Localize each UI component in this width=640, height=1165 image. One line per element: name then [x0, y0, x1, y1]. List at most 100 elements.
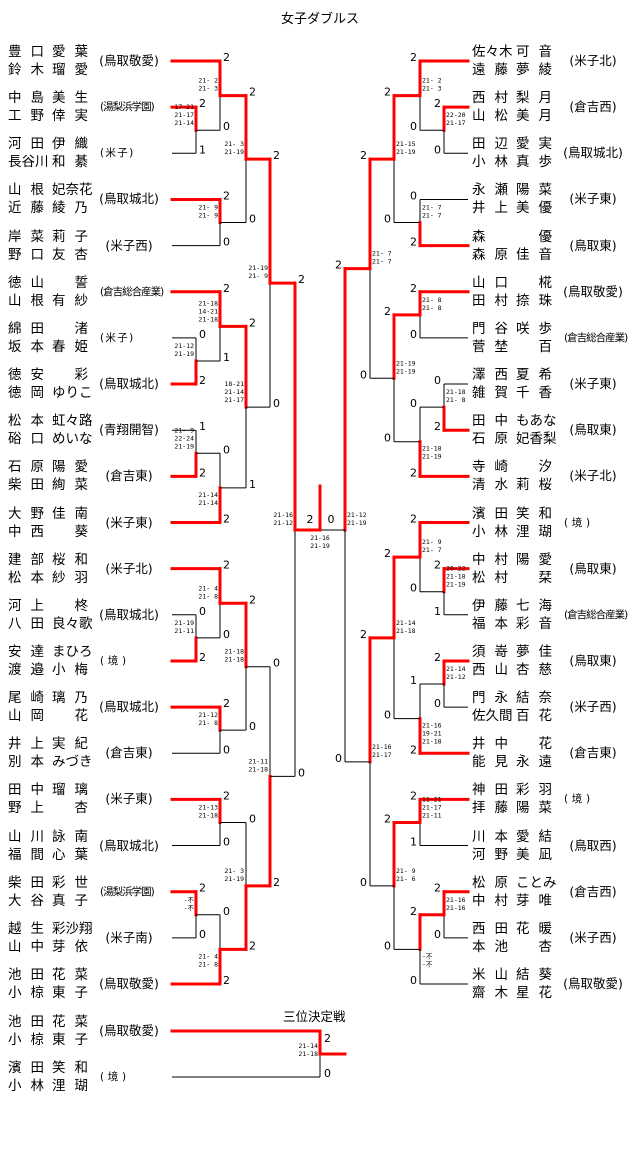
game-score: 21- 3 [224, 140, 244, 148]
game-score: 21- 8 [422, 304, 442, 312]
family-name: 米山 [472, 967, 508, 983]
given-name: 佳南 [52, 505, 88, 522]
entry-pair: 池田花菜小椋東子(鳥取敬愛) [8, 1013, 173, 1049]
player-name: 小椋東子 [8, 1031, 88, 1049]
entry-pair: 山川詠南福間心葉(鳥取城北) [8, 828, 173, 864]
entry-pair: 神田彩羽拝藤陽菜( 境 ) [472, 781, 637, 817]
player-name: 硲口めいな [8, 430, 93, 448]
given-name: 杏 [538, 938, 553, 955]
match-score: 0 [410, 397, 417, 410]
player-name: 徳安彩 [8, 366, 88, 384]
match-score: 0 [434, 928, 441, 941]
school-name: (米子北) [569, 468, 617, 484]
given-name: 浬瑚 [516, 523, 552, 540]
given-name: 捺珠 [516, 292, 552, 309]
entry-pair: 中島美生工野倖実(湯梨浜学園) [8, 89, 173, 125]
game-score: 21-14 [396, 619, 416, 627]
game-score: 21-18 [422, 738, 442, 746]
given-name: 花 [74, 708, 89, 725]
given-name: 百 [538, 338, 553, 355]
match-score: 0 [410, 582, 417, 595]
player-name: 井中花 [472, 735, 552, 753]
player-name: 渡邉小梅 [8, 661, 88, 679]
given-name: 美月 [516, 108, 552, 125]
player-name: 門永結奈 [472, 689, 552, 707]
game-score: 21-12 [347, 511, 367, 519]
entry-pair: 田辺愛実小林真歩(鳥取城北) [472, 135, 637, 171]
match-score: 2 [360, 149, 367, 162]
player-name: 徳岡ゆりこ [8, 384, 93, 402]
school-name: (米子北) [105, 560, 153, 576]
given-name: 陽菜 [516, 182, 552, 199]
given-name: 彩世 [52, 874, 88, 891]
given-name: 永遠 [516, 754, 552, 771]
game-score: 21- 8 [198, 592, 218, 600]
school-name: ( 境 ) [100, 1071, 126, 1083]
entry-pair: 西村梨月山松美月(倉吉西) [472, 89, 637, 125]
given-name: 桜和 [52, 551, 88, 568]
given-name: 莉子 [52, 228, 88, 245]
game-score: 21-19 [396, 367, 416, 375]
player-name: 濱田笑和 [8, 1059, 88, 1077]
player-name: 神田彩羽 [472, 781, 552, 799]
given-name: もあな [516, 413, 557, 430]
family-name: 工野 [8, 108, 44, 125]
match-score: 2 [223, 559, 230, 572]
family-name: 柴田 [8, 874, 44, 891]
family-name: 徳岡 [8, 385, 44, 402]
given-name: ことみ [516, 874, 557, 891]
school-name: (鳥取城北) [99, 837, 159, 853]
game-score: 21-16 [372, 743, 392, 751]
entry-pair: 石原陽愛柴田絢菜(倉吉東) [8, 458, 173, 494]
family-name: 八田 [8, 615, 44, 632]
game-score: 21-11 [248, 757, 268, 765]
match-score: 0 [384, 213, 391, 226]
match-score: 2 [410, 789, 417, 802]
family-name: 松本 [8, 413, 44, 430]
family-name: 井上 [472, 200, 508, 217]
player-name: 山口椛 [472, 274, 552, 292]
family-name: 山根 [8, 292, 44, 309]
entry-pair: 森優森原佳音(鳥取東) [472, 228, 637, 264]
player-name: 越生彩沙翔 [8, 920, 93, 938]
family-name: 石原 [472, 431, 508, 448]
given-name: 真歩 [516, 154, 552, 171]
player-name: 近藤綾乃 [8, 199, 88, 217]
family-name: 中島 [8, 90, 44, 107]
school-name: (鳥取敬愛) [563, 976, 623, 991]
school-name: ( 境 ) [100, 654, 126, 667]
game-score: 21-19 [396, 148, 416, 156]
match-score: 2 [410, 282, 417, 295]
given-name: 笑和 [52, 1060, 88, 1076]
family-name: 石原 [8, 459, 44, 476]
family-name: 小椋 [8, 985, 44, 1001]
family-name: 山口 [472, 274, 508, 291]
player-name: 工野倖実 [8, 107, 88, 125]
game-score: 21-16 [422, 722, 442, 730]
family-name: 渡邉 [8, 661, 44, 678]
game-score: 21-19 [174, 442, 194, 450]
given-name: 夢綾 [516, 62, 552, 78]
family-name: 田中 [8, 782, 44, 799]
entry-pair: 濱田笑和小林浬瑚( 境 ) [472, 505, 637, 541]
family-name: 福本 [472, 615, 508, 632]
match-score: 0 [223, 236, 230, 249]
player-name: 石原陽愛 [8, 458, 88, 476]
family-name: 大谷 [8, 892, 44, 909]
given-name: 可音 [516, 44, 552, 60]
school-name: (鳥取敬愛) [563, 283, 623, 299]
player-name: 小林真歩 [472, 153, 552, 171]
given-name: 綾乃 [52, 200, 88, 217]
family-name: 安達 [8, 643, 44, 660]
family-name: 山岡 [8, 708, 44, 725]
game-score: 21-16 [446, 904, 466, 912]
entry-pair: 井上実紀別本みづき(倉吉東) [8, 735, 173, 771]
match-score: 2 [223, 51, 230, 64]
given-name: 愛実 [516, 136, 552, 153]
player-name: 澤西夏希 [472, 366, 552, 384]
player-name: 佐々木可音 [472, 43, 552, 61]
entry-pair: 田中瑠璃野上杏(米子東) [8, 781, 173, 817]
match-score: 0 [298, 766, 305, 779]
entry-pair: 安達まひろ渡邉小梅( 境 ) [8, 643, 173, 679]
